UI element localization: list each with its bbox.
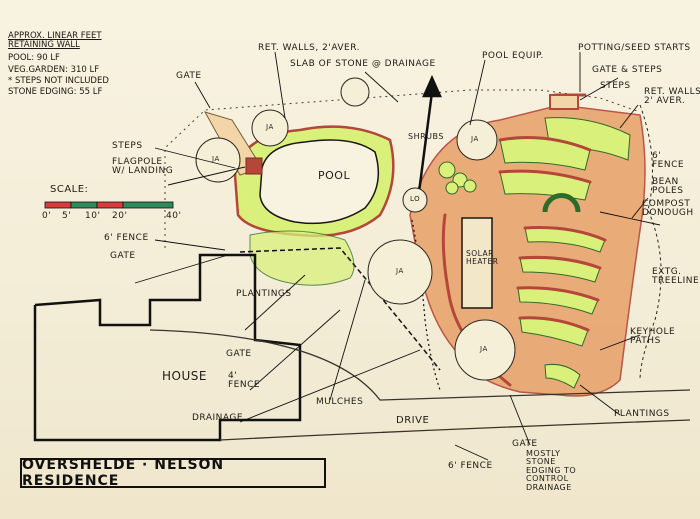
label-slab: SLAB OF STONE @ DRAINAGE — [290, 59, 436, 69]
flagpole-landing — [245, 157, 263, 175]
label-ja-3: JA — [396, 267, 404, 275]
label-potting: POTTING/SEED STARTS — [578, 43, 691, 53]
label-gate-mid: GATE — [226, 349, 252, 359]
label-ret-walls-right: RET. WALLS 2' AVER. — [644, 87, 700, 107]
label-ret-walls-top: RET. WALLS, 2'AVER. — [258, 43, 361, 53]
label-pool-equip: POOL EQUIP. — [482, 51, 544, 61]
gate-steps-top — [549, 94, 579, 110]
label-fence-6-bottom: 6' FENCE — [448, 461, 493, 471]
label-stone-edging: MOSTLY STONE EDGING TO CONTROL DRAINAGE — [526, 449, 577, 492]
driveway — [149, 329, 691, 441]
label-ext-treeline: EXTG. TREELINE — [652, 267, 700, 287]
label-fence-4: 4' FENCE — [228, 371, 261, 391]
label-pool: POOL — [318, 169, 351, 182]
label-fence-6-left: 6' FENCE — [104, 233, 149, 243]
legend-heading-2: RETAINING WALL — [8, 40, 80, 51]
legend: APPROX. LINEAR FEET RETAINING WALL POOL:… — [8, 30, 109, 99]
scale-tick-20: 20' — [112, 211, 128, 221]
label-solar-heater: SOLAR HEATER — [466, 249, 499, 266]
scale-tick-0: 0' — [42, 211, 52, 221]
leader-lines — [134, 51, 661, 461]
label-steps-right: STEPS — [600, 81, 631, 91]
drainage-arrow — [416, 74, 442, 201]
property-line — [164, 89, 641, 248]
label-ja-5: JA — [471, 135, 479, 143]
label-gate-bottom: GATE — [512, 439, 538, 449]
treeline-right — [639, 104, 662, 381]
label-keyhole: KEYHOLE PATHS — [630, 327, 676, 347]
label-bean-poles: BEAN POLES — [652, 177, 684, 197]
patio — [249, 230, 355, 286]
label-plantings-right: PLANTINGS — [614, 409, 670, 419]
label-gate-left: GATE — [110, 251, 136, 261]
label-mulches: MULCHES — [316, 397, 364, 407]
scale-bar — [44, 201, 174, 209]
label-ja-4: JA — [480, 345, 488, 353]
label-plantings-left: PLANTINGS — [236, 289, 292, 299]
compost-keyhole — [542, 193, 581, 213]
label-gate-steps: GATE & STEPS — [592, 65, 663, 75]
label-compost: COMPOST DONOUGH — [642, 199, 694, 219]
legend-steps-note: * STEPS NOT INCLUDED — [8, 75, 109, 86]
legend-stone-edging: STONE EDGING: 55 LF — [8, 86, 103, 97]
drainage-channel — [411, 219, 441, 391]
solar-heater — [461, 217, 493, 309]
label-drive: DRIVE — [396, 415, 430, 426]
scale-tick-10: 10' — [85, 211, 101, 221]
label-house: HOUSE — [162, 369, 207, 383]
pool — [259, 139, 380, 225]
shrub-cluster — [438, 161, 477, 195]
label-gate-top: GATE — [176, 71, 202, 81]
drawing-title: OVERSHELDE · NELSON RESIDENCE — [20, 457, 326, 489]
label-steps-left: STEPS — [112, 141, 143, 151]
label-shrubs: SHRUBS — [408, 132, 444, 141]
scale-tick-5: 5' — [62, 211, 72, 221]
label-lo: LO — [410, 195, 421, 203]
legend-pool: POOL: 90 LF — [8, 53, 60, 64]
label-ja-2: JA — [212, 155, 220, 163]
label-ja-1: JA — [266, 123, 274, 131]
scale-label: SCALE: — [50, 184, 89, 195]
legend-veg-garden: VEG.GARDEN: 310 LF — [8, 64, 100, 75]
label-fence-6-right: 6' FENCE — [652, 151, 685, 171]
scale-tick-40: 40' — [166, 211, 182, 221]
house-outline — [33, 253, 302, 442]
label-flagpole: FLAGPOLE W/ LANDING — [112, 157, 174, 177]
label-drainage: DRAINAGE — [192, 413, 244, 423]
legend-heading-1: APPROX. LINEAR FEET — [8, 31, 102, 41]
